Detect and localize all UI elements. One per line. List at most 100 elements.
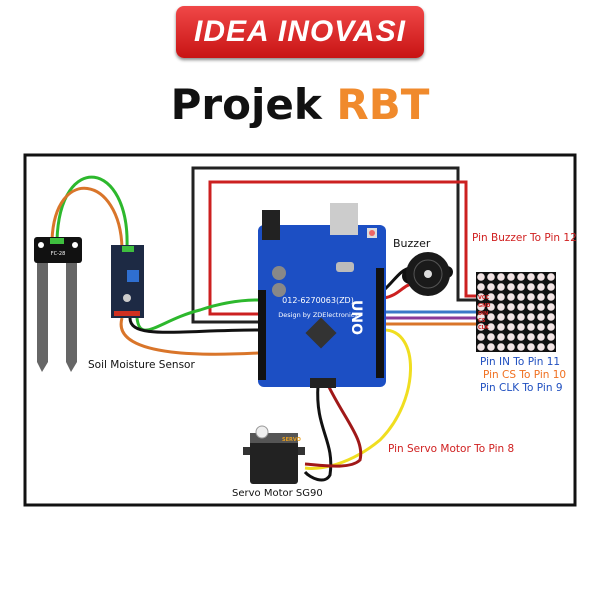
led-dot	[507, 343, 515, 351]
led-dot	[507, 313, 515, 321]
led-dot	[497, 273, 505, 281]
led-dot	[507, 323, 515, 331]
led-dot	[487, 283, 495, 291]
logo-text: IDEA INOVASI	[193, 15, 407, 48]
led-dot	[537, 303, 545, 311]
led-dot	[497, 333, 505, 341]
page-title: Projek RBT	[0, 80, 600, 129]
led-dot	[527, 303, 535, 311]
led-dot	[487, 313, 495, 321]
brand-logo: IDEA INOVASI	[176, 6, 424, 58]
matrix-cs-label: Pin CS To Pin 10	[483, 369, 566, 381]
led-dot	[537, 273, 545, 281]
wire-probe-green	[55, 175, 129, 249]
led-dot	[527, 333, 535, 341]
led-dot	[537, 323, 545, 331]
servo-body-label: SERVO	[282, 437, 301, 443]
buzzer	[402, 252, 453, 296]
led-dot	[497, 323, 505, 331]
led-dot	[517, 343, 525, 351]
wire-servo-gnd	[303, 384, 333, 482]
led-dot	[537, 313, 545, 321]
wire-servo-vcc	[304, 384, 363, 468]
title-part2: RBT	[336, 80, 430, 129]
probe-label: FC-28	[51, 251, 66, 257]
servo-label: Servo Motor SG90	[232, 488, 323, 499]
led-dot	[487, 303, 495, 311]
led-dot	[477, 323, 485, 331]
led-dot	[477, 283, 485, 291]
wires	[50, 166, 476, 482]
led-dot	[507, 283, 515, 291]
led-dot	[477, 293, 485, 301]
buzzer-pin-label: Pin Buzzer To Pin 12	[472, 232, 577, 244]
soil-probe: FC-28	[34, 237, 82, 372]
led-matrix	[476, 272, 556, 352]
led-dot	[477, 273, 485, 281]
led-dot	[547, 283, 555, 291]
arduino-uno-board: 012-6270063(ZD) Design by ZDElectronics …	[258, 203, 386, 388]
led-dot	[527, 323, 535, 331]
servo-motor: SERVO	[243, 425, 305, 484]
pin-gnd: GND	[478, 303, 490, 309]
led-dot	[487, 293, 495, 301]
led-dot	[507, 333, 515, 341]
led-dot	[547, 303, 555, 311]
led-dot	[497, 343, 505, 351]
led-dot	[477, 303, 485, 311]
led-dot	[517, 273, 525, 281]
led-dot	[487, 323, 495, 331]
wire-sensor-analog	[119, 317, 259, 356]
led-dot	[537, 283, 545, 291]
servo-pin-label: Pin Servo Motor To Pin 8	[388, 443, 514, 455]
wire-gnd-matrix	[191, 166, 476, 324]
led-dot	[487, 273, 495, 281]
led-dot	[527, 283, 535, 291]
board-phone: 012-6270063(ZD)	[282, 296, 354, 305]
led-dot	[547, 273, 555, 281]
led-dot	[497, 313, 505, 321]
led-dot	[547, 333, 555, 341]
title-part1: Projek	[170, 80, 322, 129]
led-dot	[497, 303, 505, 311]
led-dot	[497, 283, 505, 291]
led-dot	[517, 323, 525, 331]
pin-vcc: VCC	[478, 295, 490, 301]
soil-sensor-label: Soil Moisture Sensor	[88, 359, 195, 371]
led-dot	[547, 343, 555, 351]
matrix-in-label: Pin IN To Pin 11	[480, 356, 560, 368]
wire-probe-orange	[50, 186, 124, 249]
led-dot	[497, 293, 505, 301]
matrix-clk-label: Pin CLK To Pin 9	[480, 382, 563, 394]
led-dot	[507, 273, 515, 281]
pin-cs: CS	[478, 318, 486, 324]
led-dot	[477, 313, 485, 321]
led-dot	[507, 293, 515, 301]
led-dot	[537, 343, 545, 351]
led-dot	[517, 283, 525, 291]
led-dot	[547, 313, 555, 321]
board-model: UNO	[348, 300, 364, 335]
led-dot	[507, 303, 515, 311]
led-dot	[527, 293, 535, 301]
led-dot	[517, 303, 525, 311]
led-dot	[527, 273, 535, 281]
wire-vcc-matrix	[208, 180, 476, 316]
matrix-pin-labels: VCC GND DIN CS CLK	[478, 295, 490, 331]
led-dot	[547, 323, 555, 331]
led-dot	[477, 333, 485, 341]
led-dot	[517, 313, 525, 321]
led-dot	[487, 343, 495, 351]
led-dot	[537, 333, 545, 341]
board-design: Design by ZDElectronics	[278, 311, 358, 319]
led-dot	[547, 293, 555, 301]
wire-sensor-gnd	[128, 317, 259, 334]
sensor-module	[111, 245, 144, 318]
led-dot	[527, 313, 535, 321]
led-dot	[517, 333, 525, 341]
led-dot	[487, 333, 495, 341]
led-dot	[537, 293, 545, 301]
led-dot	[517, 293, 525, 301]
pin-clk: CLK	[478, 325, 490, 331]
